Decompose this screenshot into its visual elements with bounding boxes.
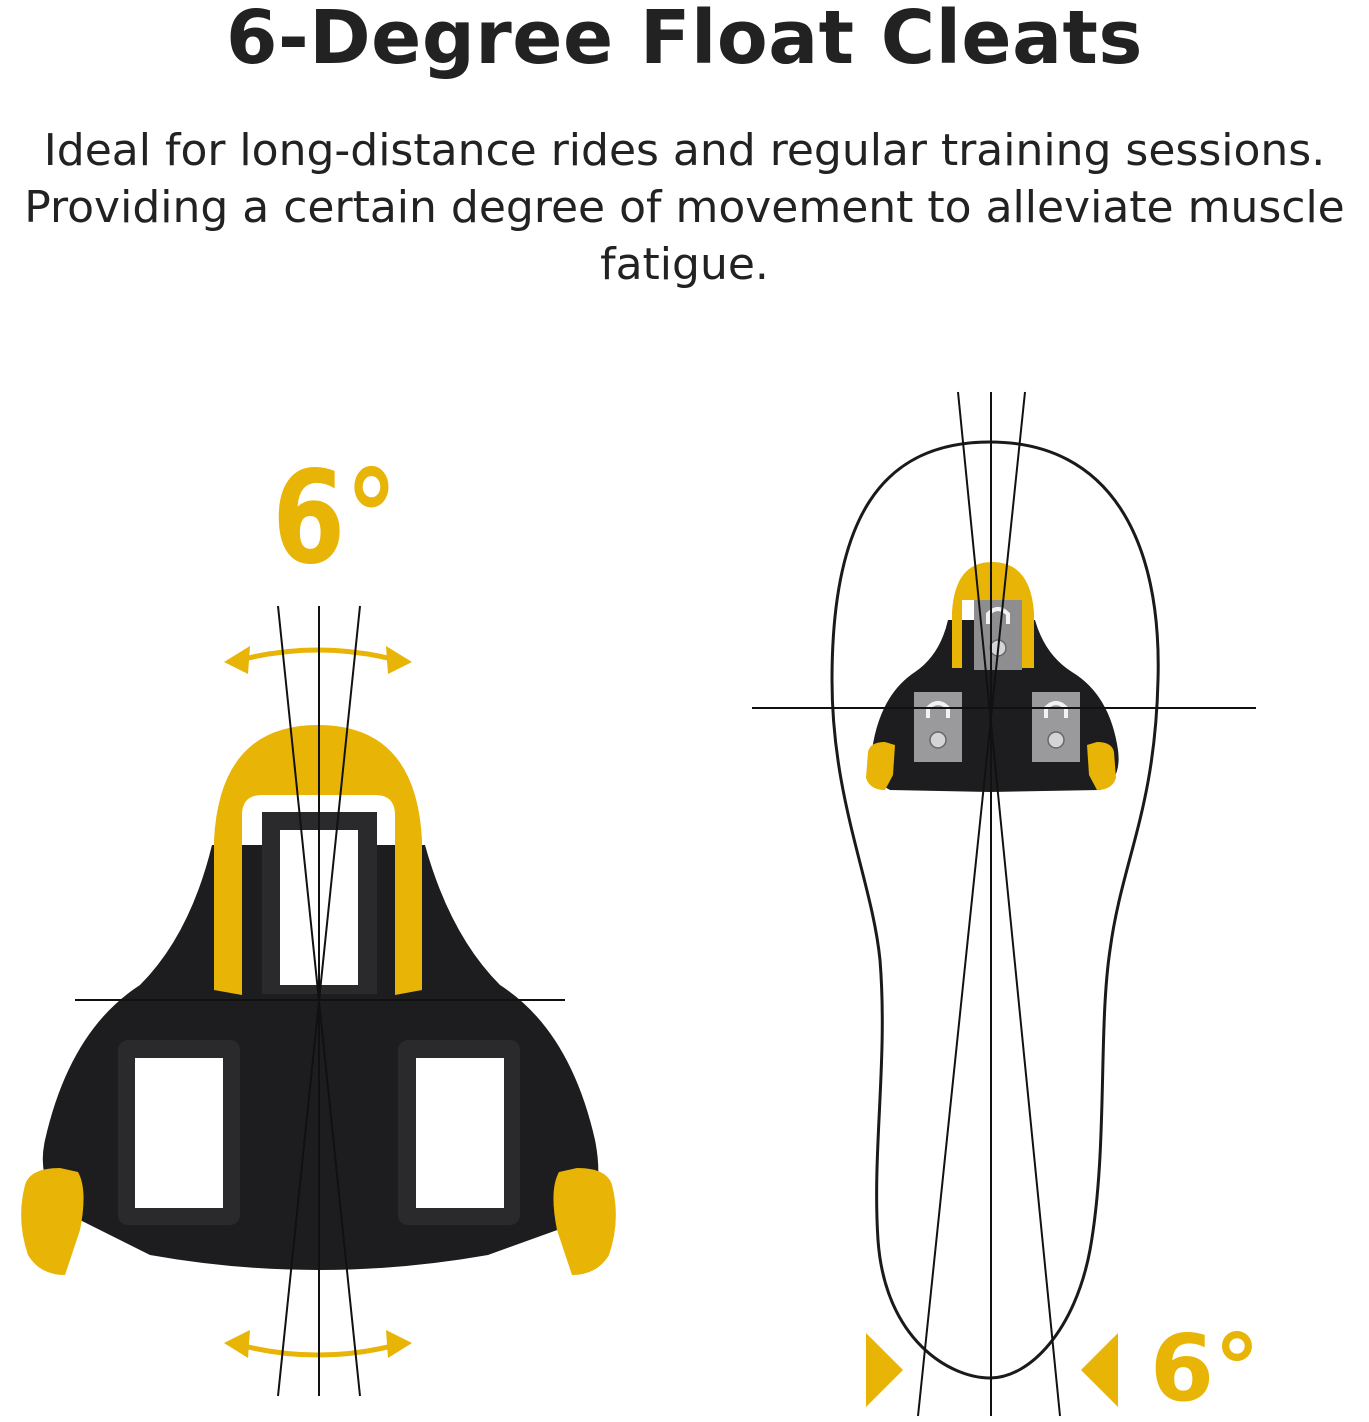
cleat-left-tab	[21, 1168, 84, 1275]
description-line-2: Providing a certain degree of movement t…	[24, 182, 1345, 233]
description-line-3: fatigue.	[600, 239, 769, 290]
float-degree-label-left: 6°	[272, 443, 397, 593]
float-degree-label-right: 6°	[1150, 1315, 1260, 1422]
cleat-yellow-insert	[214, 725, 422, 995]
pointer-triangle-left-icon	[1081, 1333, 1118, 1407]
pointer-triangle-right-icon	[866, 1333, 903, 1407]
float-reference-lines-right	[752, 391, 1256, 1417]
page-title: 6-Degree Float Cleats	[226, 0, 1143, 81]
small-cleat-yellow-insert	[952, 562, 1034, 668]
description-line-1: Ideal for long-distance rides and regula…	[43, 125, 1326, 176]
shoe-sole-outline	[830, 440, 1160, 1380]
description: Ideal for long-distance rides and regula…	[0, 122, 1369, 293]
cleat-closeup: 6°	[21, 443, 616, 1397]
cleat-right-tab	[553, 1168, 616, 1275]
float-reference-lines-left	[75, 605, 565, 1397]
shoe-diagram: 6°	[752, 391, 1260, 1422]
